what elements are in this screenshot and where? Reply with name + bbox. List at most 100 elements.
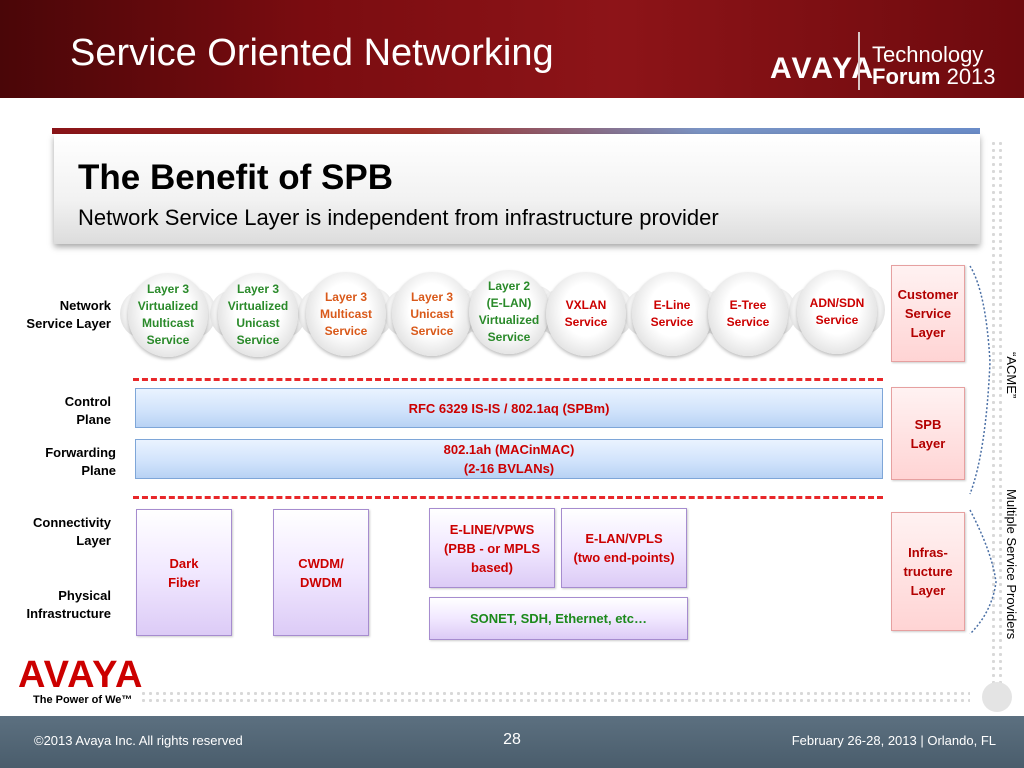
service-cloud-line: Layer 3 — [410, 289, 453, 304]
box-line: E-LAN/VPLS — [585, 531, 663, 546]
event-year: 2013 — [946, 64, 996, 89]
service-cloud-line: Unicast — [236, 316, 280, 330]
service-cloud-line: Layer 3 — [236, 282, 280, 296]
service-cloud-line: Service — [564, 315, 608, 329]
box-line: CWDM/ — [298, 555, 344, 571]
label-line: Layer — [76, 533, 111, 548]
service-cloud-line: Service — [410, 323, 454, 338]
service-cloud-line: Service — [650, 315, 694, 329]
label-connectivity-layer: Connectivity Layer — [33, 514, 111, 550]
layer-line: Layer — [910, 435, 946, 451]
service-cloud: VXLAN Service — [538, 272, 634, 356]
box-line: SONET, SDH, Ethernet, etc… — [470, 611, 647, 626]
event-forum: Forum — [872, 64, 941, 89]
service-cloud-line: Layer 3 — [146, 282, 190, 296]
service-cloud-line: Layer 2 — [487, 279, 531, 293]
box-line: E-LINE/VPWS — [449, 521, 535, 537]
slide-title: Service Oriented Networking — [70, 32, 554, 74]
layer-line: Layer — [910, 583, 946, 598]
providers-brace — [969, 509, 997, 635]
layer-line: Layer — [910, 325, 946, 340]
service-cloud-line: E-Line — [653, 298, 691, 312]
service-cloud-line: (E-LAN) — [486, 296, 532, 310]
box-line: (two end-points) — [573, 550, 675, 565]
copyright-text: ©2013 Avaya Inc. All rights reserved — [34, 733, 243, 748]
bar-line: RFC 6329 IS-IS / 802.1aq (SPBm) — [408, 400, 610, 416]
service-cloud-line: VXLAN — [565, 298, 607, 312]
acme-brace — [969, 265, 991, 495]
forwarding-plane-bar: 802.1ah (MACinMAC) (2-16 BVLANs) — [135, 439, 883, 479]
service-cloud-line: Multicast — [319, 306, 372, 321]
service-cloud-label: ADN/SDN Service — [806, 295, 869, 329]
label-line: Control — [64, 394, 111, 409]
service-cloud-label: VXLAN Service — [561, 297, 612, 331]
label-line: Network — [59, 298, 111, 313]
subtitle-heading: The Benefit of SPB — [78, 158, 394, 197]
service-cloud-line: ADN/SDN — [809, 296, 865, 310]
subtitle-box — [54, 134, 980, 244]
label-control-plane: Control Plane — [65, 393, 111, 429]
label-network-service-layer: Network Service Layer — [26, 297, 111, 333]
eline-vpws-box: E-LINE/VPWS (PBB - or MPLS based) — [429, 508, 555, 588]
bar-line: (2-16 BVLANs) — [463, 461, 555, 476]
avaya-footer-logo: AVAYA — [18, 654, 144, 696]
spb-layer-box: SPB Layer — [891, 387, 965, 480]
avaya-header-logo: AVAYA — [770, 52, 876, 85]
avaya-tagline: The Power of We™ — [33, 694, 133, 706]
multiple-providers-label: Multiple Service Providers — [1004, 489, 1019, 640]
box-line: Fiber — [168, 574, 200, 590]
bracket-lines — [969, 265, 997, 635]
service-cloud-line: Service — [324, 323, 368, 338]
header-divider — [858, 32, 860, 90]
label-line: Forwarding — [45, 445, 116, 460]
layer-line: SPB — [914, 416, 942, 432]
label-line: Infrastructure — [26, 606, 111, 621]
service-cloud-line: Virtualized — [478, 313, 540, 327]
service-cloud-line: Multicast — [141, 316, 194, 330]
service-cloud-line: Service — [815, 313, 859, 327]
dashed-separator-bottom — [133, 496, 883, 499]
page-number: 28 — [503, 731, 521, 748]
box-line: based) — [471, 559, 513, 575]
footer-bar: ©2013 Avaya Inc. All rights reserved 28 … — [0, 716, 1024, 768]
layer-line: Service — [904, 306, 952, 321]
subtitle-accent-bar — [52, 128, 980, 134]
decorative-circle — [982, 682, 1012, 712]
bar-line: 802.1ah (MACinMAC) — [443, 442, 575, 457]
subtitle-description: Network Service Layer is independent fro… — [78, 205, 719, 230]
header-banner: Service Oriented Networking AVAYA Techno… — [0, 0, 1024, 98]
event-name-line2: Forum 2013 — [872, 66, 996, 88]
layer-line: Customer — [897, 287, 959, 302]
service-cloud-line: Service — [146, 333, 190, 347]
label-line: Plane — [81, 463, 116, 478]
box-line: (PBB - or MPLS — [443, 540, 541, 556]
dotted-decoration-bottom — [140, 690, 970, 704]
dotted-decoration-right — [990, 140, 1004, 700]
elan-vpls-box: E-LAN/VPLS (two end-points) — [561, 508, 687, 588]
box-line: DWDM — [300, 574, 342, 590]
event-name-line1: Technology — [872, 42, 984, 67]
control-plane-bar: RFC 6329 IS-IS / 802.1aq (SPBm) — [135, 388, 883, 428]
cwdm-dwdm-box: CWDM/DWDM — [273, 509, 369, 636]
service-cloud-line: Service — [726, 315, 770, 329]
layer-line: tructure — [903, 564, 953, 579]
service-cloud-line: Virtualized — [137, 299, 199, 313]
label-forwarding-plane: Forwarding Plane — [45, 444, 116, 480]
service-cloud-line: Virtualized — [227, 299, 289, 313]
acme-label: “ACME” — [1004, 352, 1019, 399]
